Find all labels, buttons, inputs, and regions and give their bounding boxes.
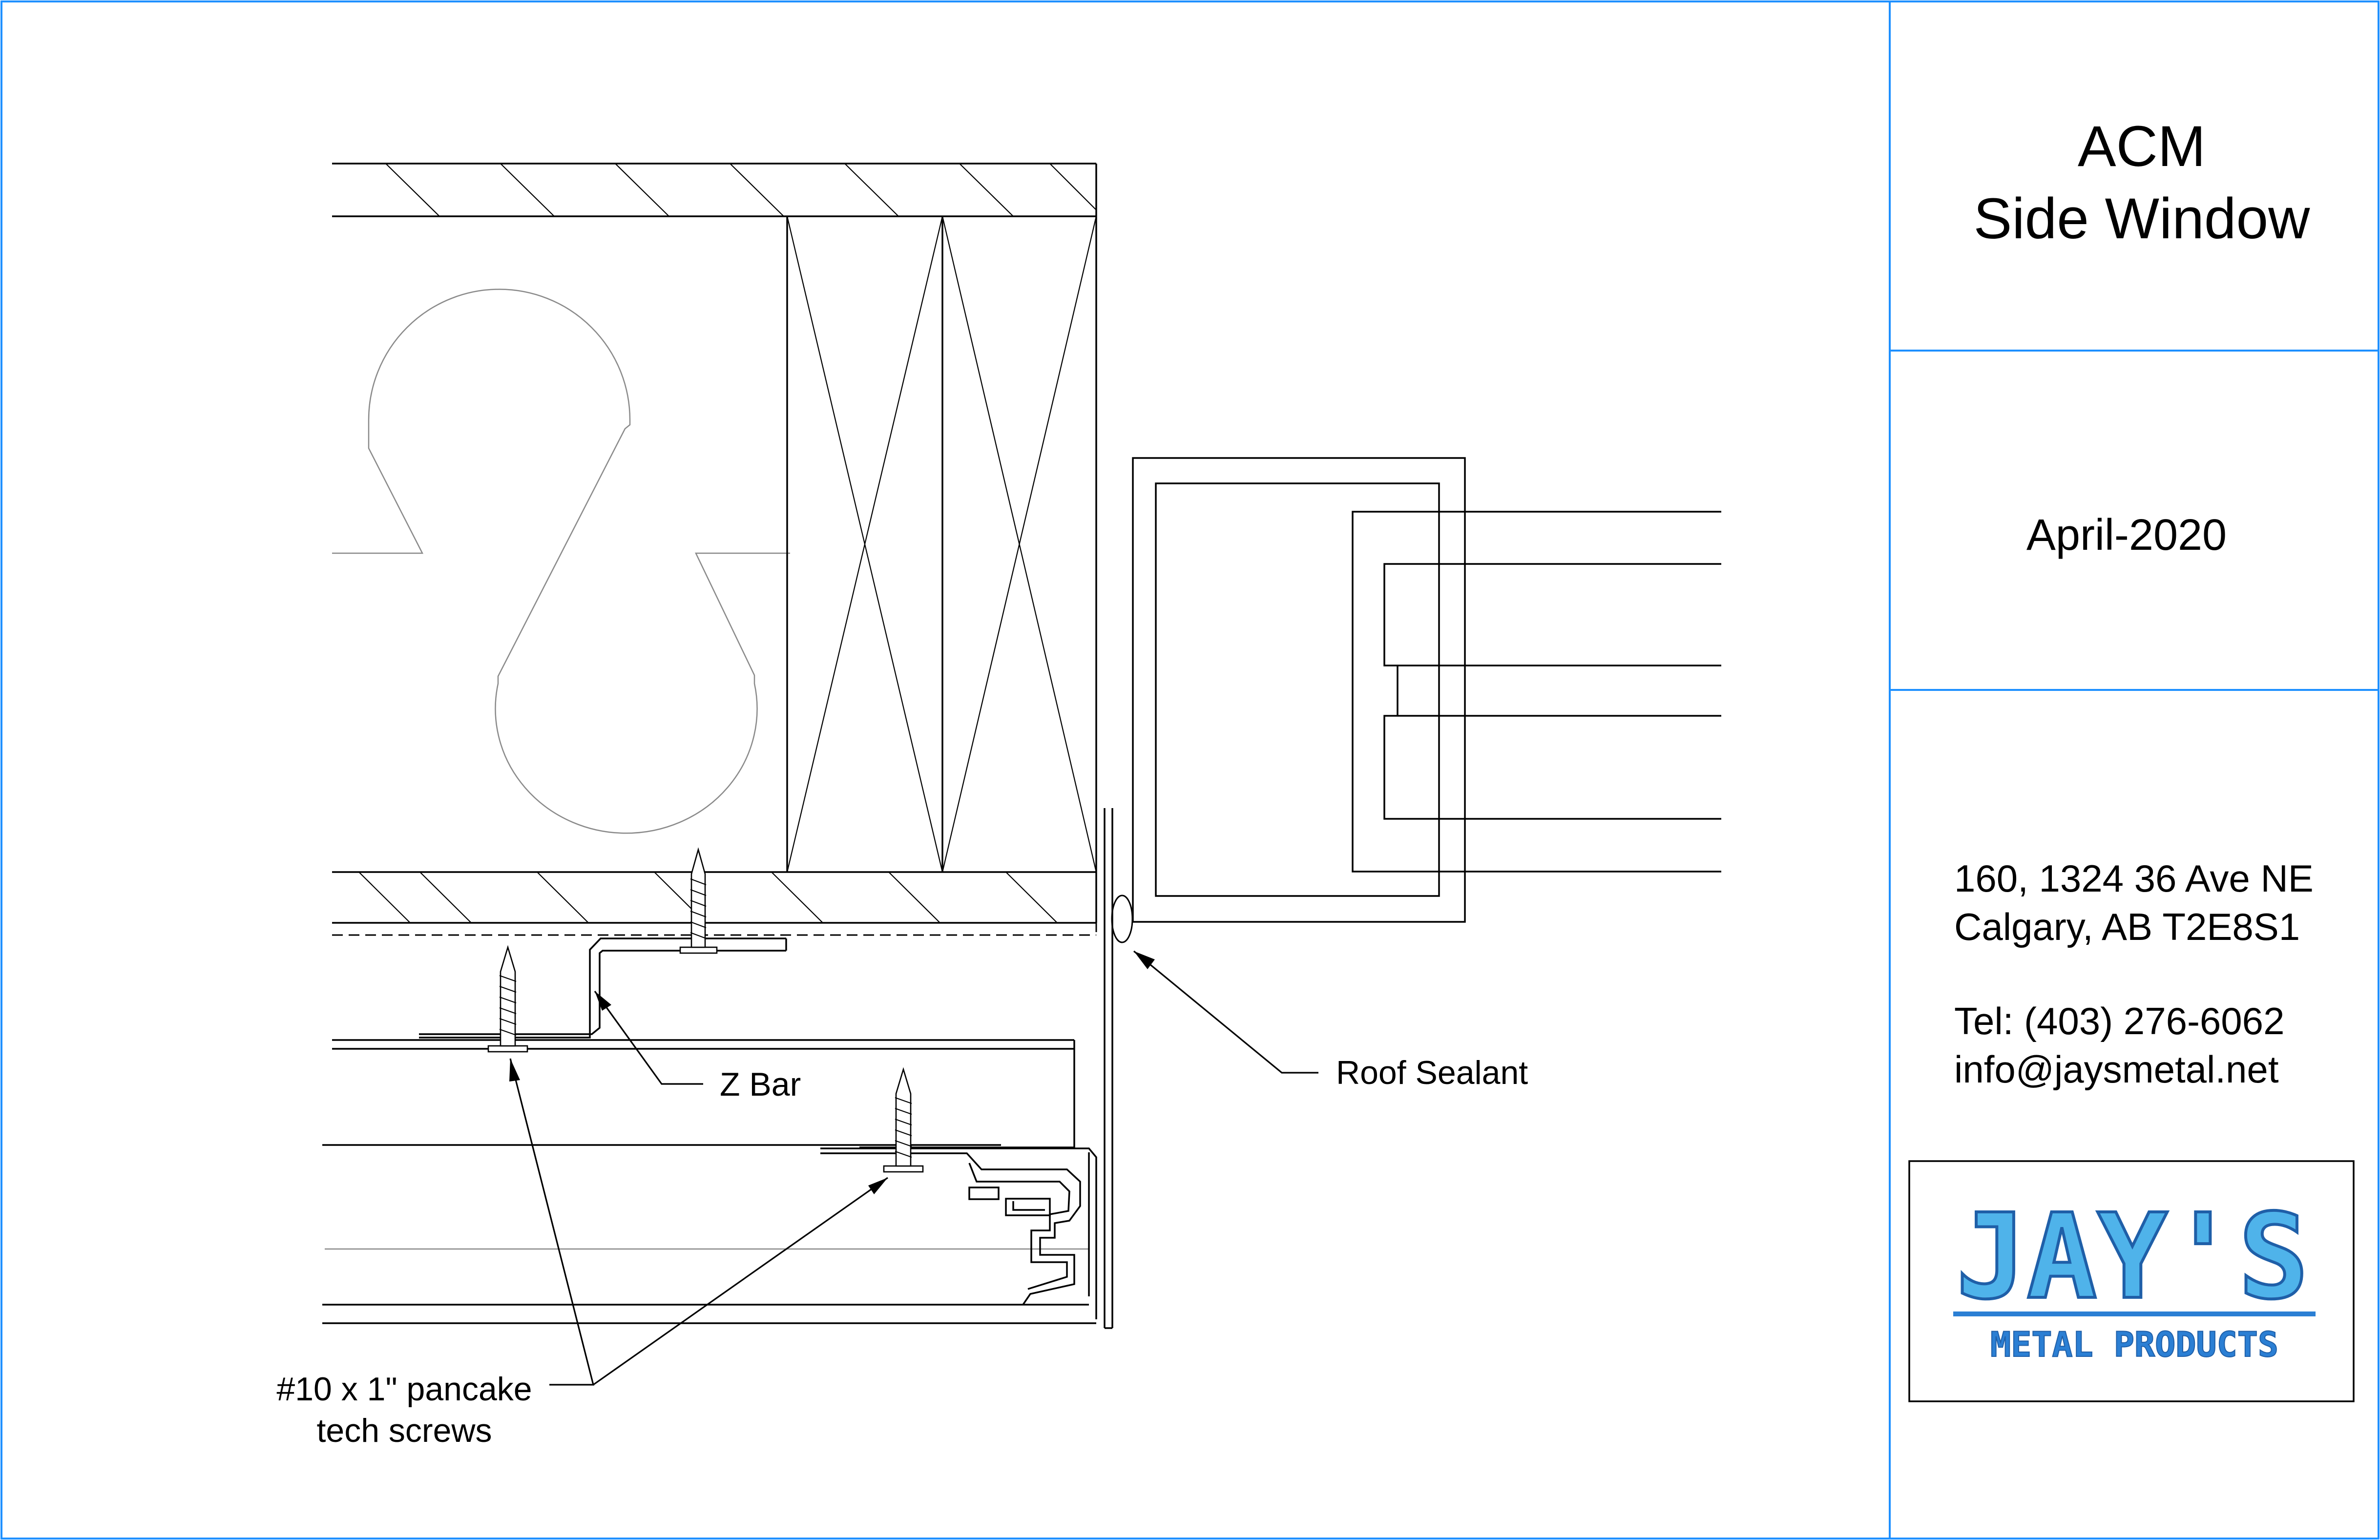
drawing-title-line2: Side Window xyxy=(1974,187,2310,251)
email-address: info@jaysmetal.net xyxy=(1954,1048,2279,1091)
roof-sealant-label: Roof Sealant xyxy=(1336,1054,1528,1091)
window-frame xyxy=(1132,457,1721,923)
logo-frame xyxy=(1908,1160,2355,1402)
company-logo: JAY'S METAL PRODUCTS xyxy=(1908,1160,2355,1402)
logo-tagline: METAL PRODUCTS xyxy=(1990,1325,2278,1365)
membrane-line xyxy=(332,457,1097,936)
callout-screws: #10 x 1" pancake tech screws xyxy=(276,1058,888,1449)
address-line1: 160, 1324 36 Ave NE xyxy=(1954,857,2314,900)
top-plate xyxy=(332,163,1097,217)
screw-right xyxy=(883,1067,924,1173)
callout-z-bar: Z Bar xyxy=(594,991,801,1103)
acm-vertical-return xyxy=(1104,808,1113,1329)
panel-clip-extrusion xyxy=(820,1152,1081,1305)
insulation-symbol xyxy=(332,289,790,834)
address-line2: Calgary, AB T2E8S1 xyxy=(1954,905,2300,948)
logo-rule xyxy=(1953,1311,2316,1316)
screw-top xyxy=(679,847,718,954)
drawing-date: April-2020 xyxy=(2026,511,2227,560)
z-bar xyxy=(419,937,787,1039)
screws-label-line1: #10 x 1" pancake xyxy=(276,1371,532,1408)
phone-number: Tel: (403) 276-6062 xyxy=(1954,999,2284,1042)
screw-left xyxy=(487,945,528,1053)
title-block: ACM Side Window April-2020 160, 1324 36 … xyxy=(1954,114,2314,1091)
drawing-title-line1: ACM xyxy=(2078,114,2206,179)
z-bar-label: Z Bar xyxy=(720,1066,801,1103)
bottom-plate xyxy=(332,871,1096,924)
window-header-studs xyxy=(786,164,1097,923)
roof-sealant-bead xyxy=(1111,895,1133,943)
acm-panels xyxy=(322,1039,1097,1324)
callout-roof-sealant: Roof Sealant xyxy=(1133,950,1528,1091)
screws-label-line2: tech screws xyxy=(317,1412,492,1449)
logo-wordmark: JAY'S xyxy=(1956,1188,2309,1325)
